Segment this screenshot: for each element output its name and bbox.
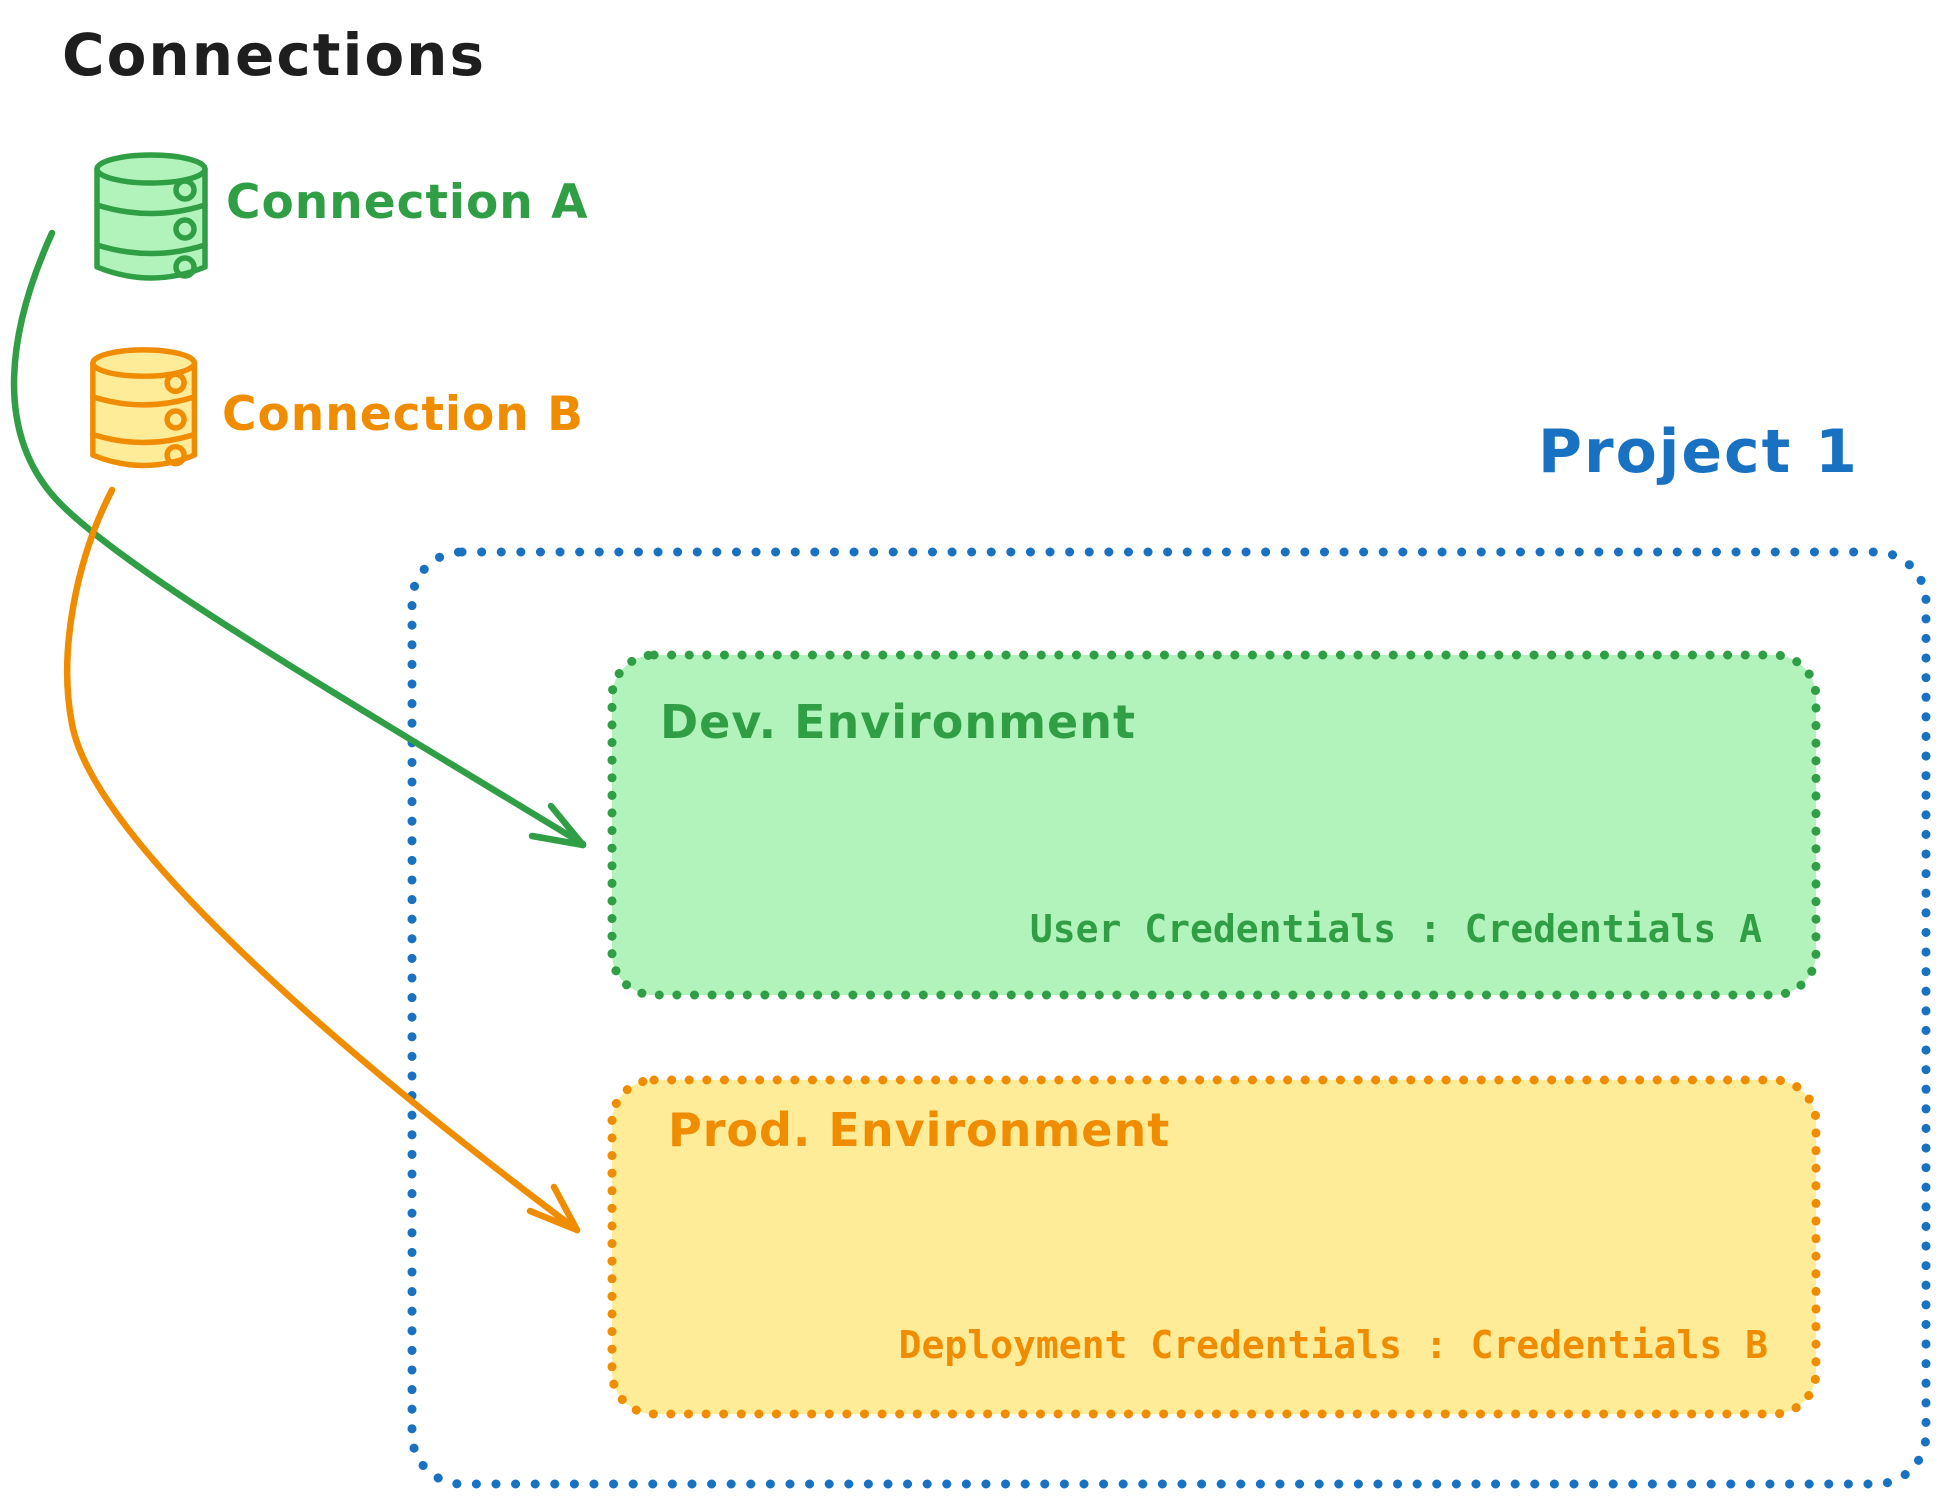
database-icon [94, 152, 208, 281]
prod-environment-box [607, 1075, 1821, 1419]
connection-a-label: Connection A [226, 175, 589, 230]
arrow-connection-b-to-prod [64, 486, 581, 1234]
dev-environment-title: Dev. Environment [660, 695, 1136, 749]
dev-environment-credentials: User Credentials : Credentials A [1029, 907, 1762, 951]
prod-environment-title: Prod. Environment [668, 1103, 1171, 1157]
connection-b-label: Connection B [222, 387, 584, 442]
page-title: Connections [62, 21, 486, 89]
prod-environment-credentials: Deployment Credentials : Credentials B [898, 1323, 1768, 1367]
project-title: Project 1 [1538, 417, 1859, 487]
dev-environment-box [607, 650, 1821, 1000]
database-icon [90, 347, 198, 469]
project-box [407, 547, 1931, 1489]
arrow-connection-a-to-dev [10, 229, 587, 849]
